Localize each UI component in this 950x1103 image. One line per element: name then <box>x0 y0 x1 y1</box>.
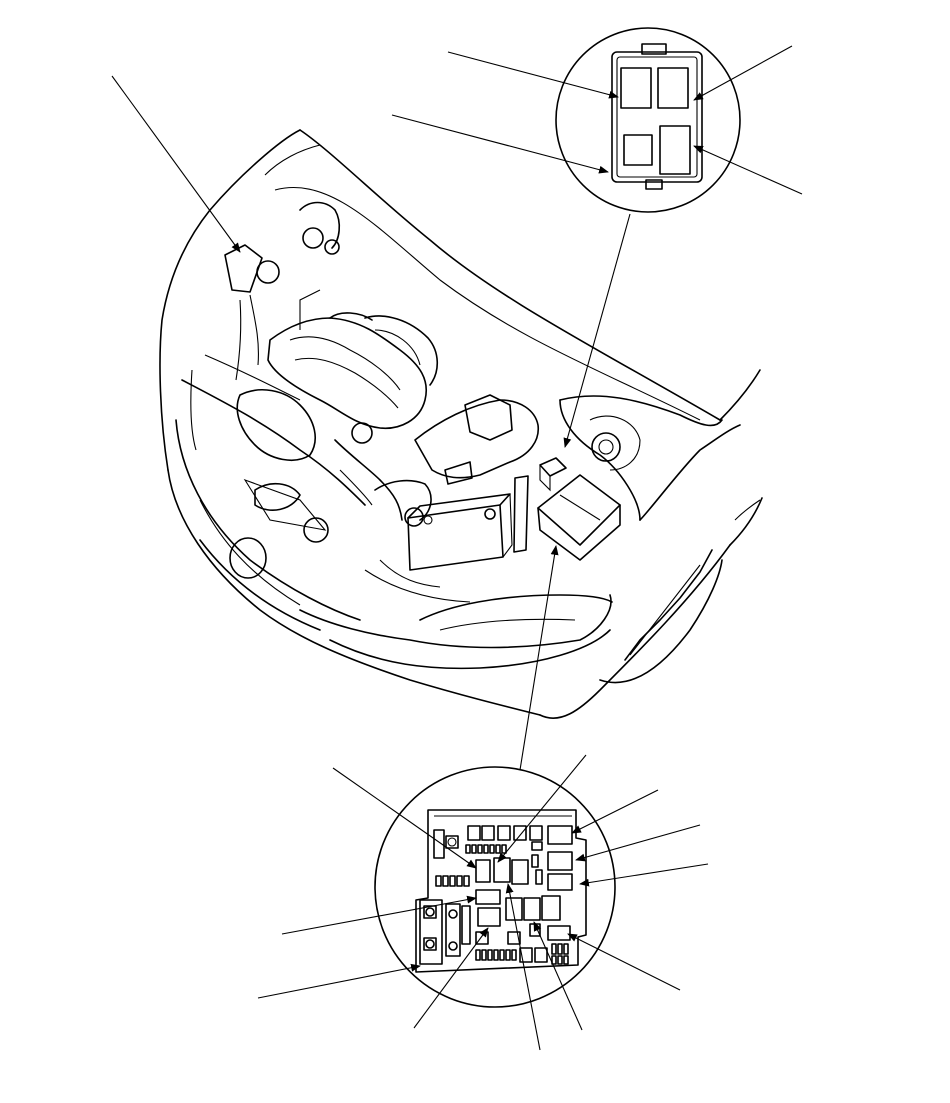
terminal-3 <box>623 134 653 166</box>
relay-right-2 <box>547 851 573 871</box>
relay-a <box>475 859 491 883</box>
leader-fuse-2 <box>497 754 587 863</box>
leader-terminal-1 <box>447 51 619 99</box>
terminal-1 <box>620 67 652 109</box>
leader-fuse-4 <box>575 824 701 862</box>
leader-connector-location <box>563 213 631 448</box>
leader-fuse-5 <box>579 863 709 887</box>
leader-fuse-box-location <box>519 545 559 771</box>
leader-fuse-3 <box>571 789 659 834</box>
mini-fuse-strip-2 <box>435 875 470 887</box>
air-intake <box>414 399 539 479</box>
engine-block <box>224 201 439 527</box>
terminal-2 <box>657 67 689 109</box>
leader-terminal-4 <box>693 145 803 195</box>
fuse-row-bottom <box>475 949 517 961</box>
terminal-4 <box>659 125 691 175</box>
fuse-box-detail-callout <box>257 754 709 1051</box>
leader-fuse-9 <box>505 883 541 1051</box>
leader-terminal-2 <box>693 45 793 101</box>
main-fuse-terminals <box>419 899 471 965</box>
fog-light <box>229 537 267 579</box>
leader-fuse-11 <box>567 933 681 991</box>
connector-detail-callout <box>391 27 803 448</box>
car-illustration <box>159 129 763 719</box>
battery <box>407 493 513 571</box>
relay-right-3 <box>547 873 573 891</box>
relay-c <box>511 859 529 885</box>
fuse-relay-box <box>537 457 621 561</box>
hood-outline <box>299 129 721 421</box>
leader-left-component <box>111 75 241 253</box>
leader-fuse-10 <box>533 921 583 1031</box>
leader-fuse-7 <box>257 963 421 999</box>
fuse-row-top <box>467 825 543 841</box>
leader-fuse-6 <box>281 895 477 935</box>
relay-right-1 <box>547 825 573 845</box>
leader-fuse-1 <box>332 767 477 869</box>
leader-fuse-8 <box>413 927 489 1029</box>
leader-connector-body <box>391 114 609 174</box>
